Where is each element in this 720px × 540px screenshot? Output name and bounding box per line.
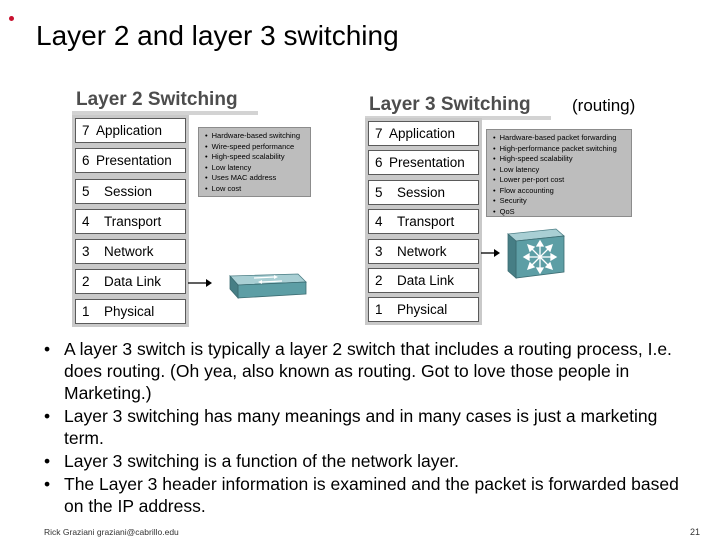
layer2-features: Hardware-based switching Wire-speed perf…: [198, 127, 311, 197]
bullet-list: •A layer 3 switch is typically a layer 2…: [44, 338, 694, 518]
layer3-feature: Flow accounting: [493, 186, 627, 197]
slide-number: 21: [690, 527, 701, 537]
layer3-feature: Lower per-port cost: [493, 175, 627, 186]
bullet-item: •Layer 3 switching has many meanings and…: [44, 406, 658, 448]
layer3-title-rule: [365, 116, 551, 120]
layer3-device-group: [481, 228, 565, 279]
arrow-right-icon: [481, 249, 500, 257]
bullet-item: •A layer 3 switch is typically a layer 2…: [44, 339, 672, 403]
corner-dot: [9, 16, 14, 21]
layer3-feature: Security: [493, 196, 627, 207]
arrow-right-icon: [188, 279, 212, 287]
bullet-item: •Layer 3 switching is a function of the …: [44, 451, 459, 471]
layer2-feature: Hardware-based switching: [205, 131, 306, 142]
bullet-item: •The Layer 3 header information is exami…: [44, 474, 679, 516]
routing-note: (routing): [572, 96, 636, 115]
layer2-feature: Low cost: [205, 184, 306, 195]
layer2-feature: Wire-speed performance: [205, 142, 306, 153]
layer3-switch-icon: [507, 228, 565, 279]
footer-author: Rick Graziani graziani@cabrillo.edu: [44, 527, 179, 537]
layer2-device-group: [188, 273, 307, 300]
layer2-feature: High-speed scalability: [205, 152, 306, 163]
slide-title: Layer 2 and layer 3 switching: [36, 20, 399, 51]
layer3-feature: QoS: [493, 207, 627, 218]
layer3-title: Layer 3 Switching: [369, 94, 531, 115]
layer2-title-rule: [72, 111, 258, 115]
layer3-feature: Low latency: [493, 165, 627, 176]
layer2-feature: Uses MAC address: [205, 173, 306, 184]
layer2-switch-icon: [229, 273, 307, 300]
layer2-title: Layer 2 Switching: [76, 89, 238, 110]
layer3-feature: Hardware-based packet forwarding: [493, 133, 627, 144]
layer3-feature: High-speed scalability: [493, 154, 627, 165]
layer3-feature: High-performance packet switching: [493, 144, 627, 155]
layer2-feature: Low latency: [205, 163, 306, 174]
layer3-features: Hardware-based packet forwarding High-pe…: [486, 129, 632, 217]
